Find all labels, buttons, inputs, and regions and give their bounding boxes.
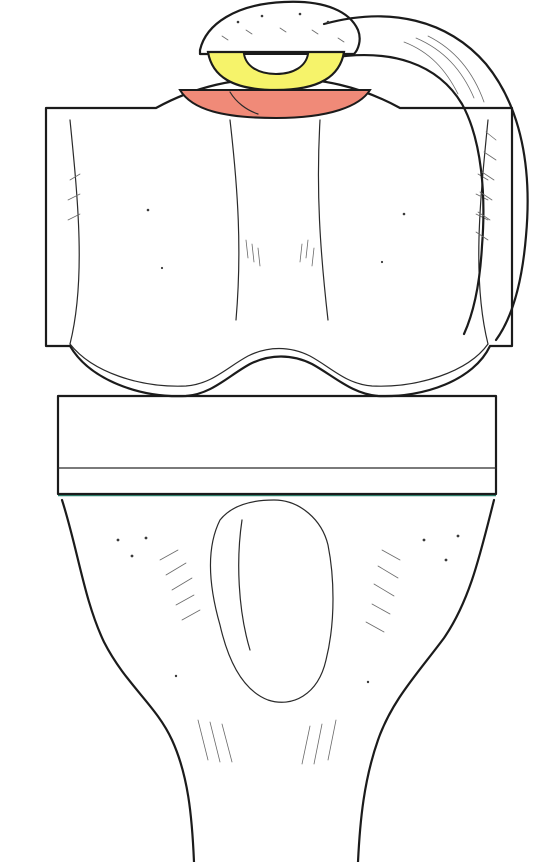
tibia-shaft: [62, 500, 494, 862]
patella: [200, 2, 360, 54]
patellar-resection-layer: [180, 90, 370, 118]
patellar-button-component: [208, 52, 344, 90]
patellar-tendon: [324, 16, 528, 340]
femur-prosthesis: [46, 78, 512, 396]
tibial-component: [58, 396, 496, 494]
